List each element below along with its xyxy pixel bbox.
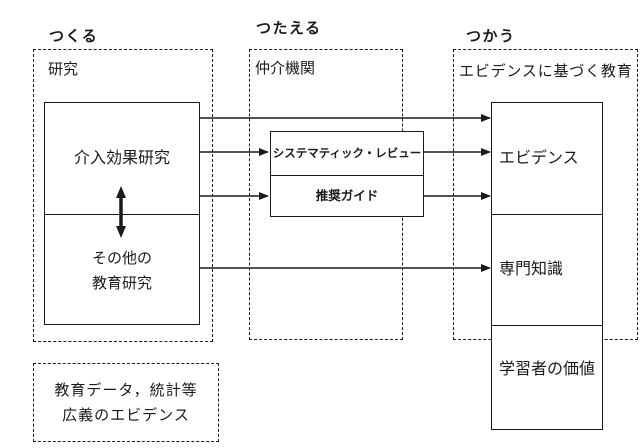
broad-evidence-line1: 教育データ，統計等 bbox=[54, 381, 198, 399]
learner-value-label: 学習者の価値 bbox=[499, 361, 596, 378]
systematic-review-label: システマティック・レビュー bbox=[272, 147, 422, 160]
broad-evidence-text: 教育データ，統計等 広義のエビデンス bbox=[34, 378, 218, 428]
expertise-cell: 専門知識 bbox=[492, 214, 602, 325]
header-create: つくる bbox=[49, 28, 99, 45]
evidence-label: エビデンス bbox=[499, 149, 579, 167]
broad-evidence-line2: 広義のエビデンス bbox=[62, 406, 190, 424]
recommendation-guide-label: 推奨ガイド bbox=[315, 189, 379, 203]
header-use: つかう bbox=[466, 28, 516, 45]
systematic-review-cell: システマティック・レビュー bbox=[271, 132, 423, 175]
use-group-label: エビデンスに基づく教育 bbox=[459, 63, 633, 80]
expertise-label: 専門知識 bbox=[499, 261, 564, 278]
research-group-label: 研究 bbox=[48, 61, 79, 78]
other-research-line1: その他の bbox=[91, 250, 152, 267]
recommendation-guide-cell: 推奨ガイド bbox=[271, 175, 423, 216]
learner-value-cell: 学習者の価値 bbox=[492, 325, 602, 429]
intervention-research-cell: 介入効果研究 bbox=[45, 103, 199, 214]
intermediary-solid-box: システマティック・レビュー 推奨ガイド bbox=[270, 131, 424, 217]
intermediary-group-label: 仲介機関 bbox=[255, 60, 316, 77]
other-research-cell: その他の 教育研究 bbox=[45, 214, 199, 324]
other-research-line2: 教育研究 bbox=[91, 275, 152, 292]
header-convey: つたえる bbox=[256, 20, 322, 37]
ebe-solid-box: エビデンス 専門知識 学習者の価値 bbox=[491, 102, 603, 430]
broad-evidence-box: 教育データ，統計等 広義のエビデンス bbox=[33, 363, 219, 442]
research-solid-box: 介入効果研究 その他の 教育研究 bbox=[44, 102, 200, 325]
intervention-research-label: 介入効果研究 bbox=[73, 149, 170, 167]
evidence-cell: エビデンス bbox=[492, 103, 602, 214]
